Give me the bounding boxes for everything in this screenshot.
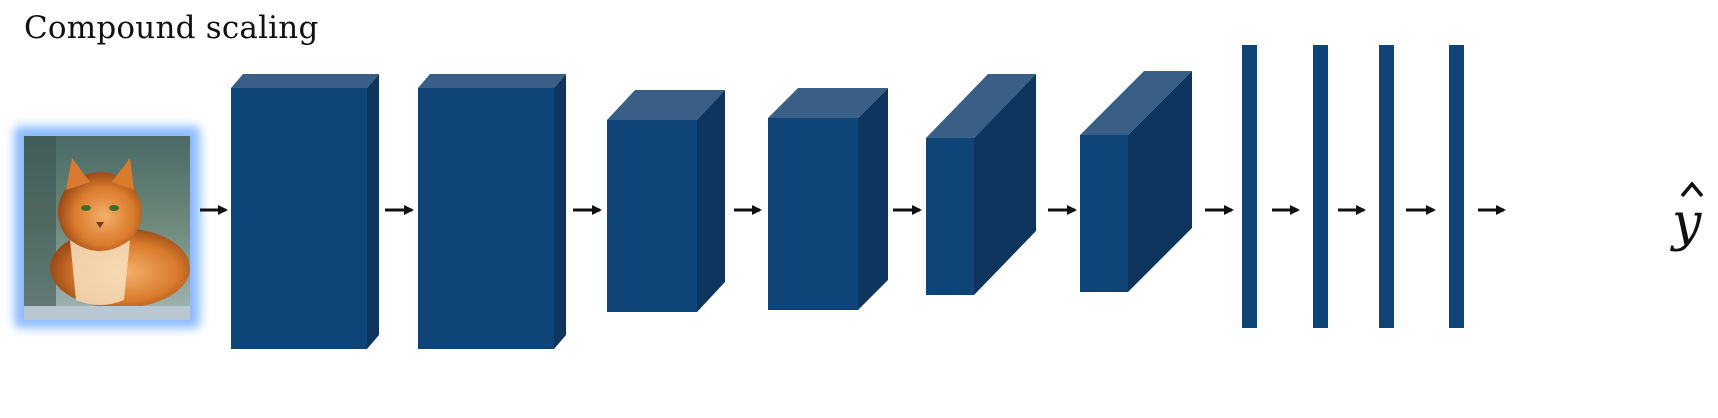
conv-block-1 <box>231 74 379 349</box>
layers-group <box>231 45 1464 349</box>
block-side-face <box>697 90 725 312</box>
svg-text:y: y <box>1670 193 1702 253</box>
conv-block-3 <box>607 90 725 312</box>
diagram-title: Compound scaling <box>24 10 319 46</box>
block-side-face <box>974 74 1036 295</box>
block-top-face <box>607 90 725 120</box>
block-front-face <box>231 88 367 349</box>
fc-bar <box>1379 45 1394 328</box>
output-label: y <box>1668 181 1718 272</box>
fc-layer-1 <box>1242 45 1257 328</box>
fc-bar <box>1313 45 1328 328</box>
block-top-face <box>768 88 888 118</box>
conv-block-4 <box>768 88 888 310</box>
block-side-face <box>858 88 888 310</box>
fc-layer-2 <box>1313 45 1328 328</box>
block-front-face <box>768 118 858 310</box>
block-front-face <box>1080 135 1128 292</box>
block-top-face <box>1080 71 1192 135</box>
fc-layer-3 <box>1379 45 1394 328</box>
block-side-face <box>367 74 379 349</box>
fc-bar <box>1449 45 1464 328</box>
hat-symbol <box>1680 181 1704 198</box>
conv-block-5 <box>926 74 1036 295</box>
conv-block-6 <box>1080 71 1192 292</box>
block-front-face <box>926 138 974 295</box>
conv-block-2 <box>418 74 566 349</box>
block-top-face <box>926 74 1036 138</box>
input-image <box>14 126 200 328</box>
block-front-face <box>418 88 554 349</box>
block-top-face <box>418 74 566 88</box>
block-front-face <box>607 120 697 312</box>
block-top-face <box>231 74 379 88</box>
block-side-face <box>554 74 566 349</box>
block-side-face <box>1128 71 1192 292</box>
fc-layer-4 <box>1449 45 1464 328</box>
fc-bar <box>1242 45 1257 328</box>
